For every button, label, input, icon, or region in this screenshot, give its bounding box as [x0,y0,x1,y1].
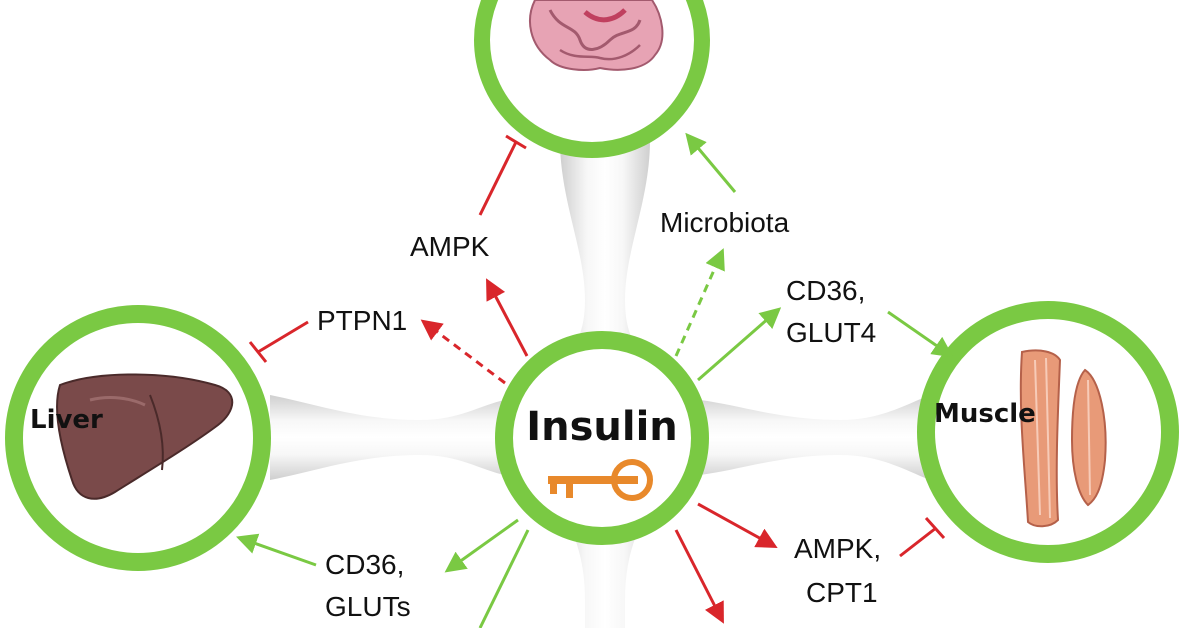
gut-node [474,0,710,158]
edge-insulin-cd36-glut4 [697,307,782,382]
muscle-label: Muscle [934,399,1036,429]
connector-left [270,395,505,480]
connector-right [700,395,930,480]
label-cd36-glut4-line1: CD36, [786,275,865,306]
edge-cd36-gluts-liver [236,533,317,567]
muscle-icon [1019,349,1107,528]
inhibit-bar-liver [248,341,268,363]
label-ampk-cpt1-line2: CPT1 [806,577,878,608]
label-cd36-glut4-line2: GLUT4 [786,317,876,348]
inhibit-bar-muscle [924,516,946,540]
key-icon [548,459,653,501]
label-cd36-gluts-line1: CD36, [325,549,404,580]
edge-cd36-glut4-muscle [887,310,954,358]
edge-ampk-cpt1-muscle [899,526,937,558]
liver-node: Liver [5,305,271,571]
edge-insulin-ptpn1 [420,319,506,385]
label-ptpn1: PTPN1 [317,305,407,336]
liver-label: Liver [30,405,103,435]
edge-insulin-microbiota [674,248,725,357]
liver-icon [56,373,234,500]
label-microbiota: Microbiota [660,207,790,238]
muscle-node: Muscle [917,301,1179,563]
edge-ampk-gut [478,141,518,216]
insulin-label: Insulin [526,404,678,450]
insulin-node: Insulin [495,331,709,545]
edge-insulin-ampk [486,278,529,357]
label-cd36-gluts-line2: GLUTs [325,591,411,622]
label-ampk-gut: AMPK [410,231,490,262]
inhibit-bar-gut [505,134,527,150]
intestine-icon [529,0,664,71]
connector-up [560,140,650,370]
edge-insulin-ampk-cpt1 [697,502,778,549]
edge-insulin-cd36-gluts [444,518,519,573]
edge-ptpn1-liver [257,320,309,354]
edge-insulin-down-red [674,529,724,624]
edge-microbiota-gut [685,132,737,193]
edge-insulin-down-green [478,529,530,628]
label-ampk-cpt1-line1: AMPK, [794,533,881,564]
